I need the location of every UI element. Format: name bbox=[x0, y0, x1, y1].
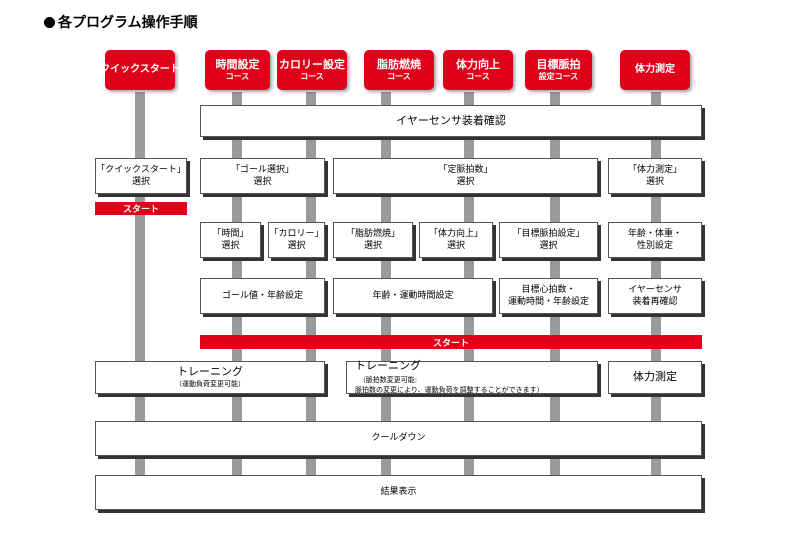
page-title: 各プログラム操作手順 bbox=[44, 12, 198, 32]
step-text: 選択 bbox=[287, 241, 306, 251]
program-sublabel: コース bbox=[466, 71, 490, 81]
program-label: クイックスタート bbox=[100, 64, 180, 76]
step-text: 「クイックスタート」 bbox=[96, 164, 186, 175]
step-time-select: 「時間」選択 bbox=[200, 222, 261, 258]
step-text: 「体力向上」 bbox=[428, 228, 483, 239]
program-label: 脂肪燃焼 bbox=[377, 58, 421, 72]
step-stamina-select: 「体力向上」選択 bbox=[419, 222, 493, 258]
step-text: 「目標脈拍設定」 bbox=[512, 228, 585, 239]
step-text: 選択 bbox=[645, 177, 664, 187]
step-ear-sensor-check: イヤーセンサ装着確認 bbox=[200, 105, 702, 137]
program-sublabel: コース bbox=[387, 71, 411, 81]
step-text: 選択 bbox=[539, 241, 558, 251]
program-label: 時間設定 bbox=[215, 58, 260, 72]
step-text: トレーニング bbox=[177, 365, 243, 379]
step-results: 結果表示 bbox=[95, 475, 702, 510]
step-text: ゴール値・年齢設定 bbox=[221, 290, 303, 301]
title-text: 各プログラム操作手順 bbox=[58, 15, 198, 31]
step-text: 性別設定 bbox=[636, 241, 673, 251]
bullet-icon bbox=[44, 17, 55, 28]
program-sublabel: コース bbox=[225, 71, 250, 81]
step-text: 「カロリー」 bbox=[269, 228, 324, 239]
step-text: 選択 bbox=[446, 241, 465, 251]
step-text: 年齢・体重・ bbox=[627, 228, 682, 239]
step-training-1: トレーニング（運動負荷変更可能） bbox=[95, 361, 325, 394]
step-text: イヤーセンサ bbox=[628, 284, 682, 295]
step-text: 運動時間・年齢設定 bbox=[507, 297, 589, 307]
step-text: 「定脈拍数」 bbox=[438, 164, 493, 175]
step-text: イヤーセンサ装着確認 bbox=[396, 113, 506, 127]
quick-start-bar: スタート bbox=[95, 202, 187, 215]
program-label: 体力向上 bbox=[456, 58, 500, 72]
program-target-pulse[interactable]: 目標脈拍設定コース bbox=[525, 50, 592, 90]
step-text: 「ゴール選択」 bbox=[230, 164, 294, 175]
program-label: 体力測定 bbox=[635, 64, 675, 76]
program-quick-start[interactable]: クイックスタート bbox=[100, 50, 180, 90]
start-label: スタート bbox=[122, 205, 159, 215]
step-text: （運動負荷変更可能） bbox=[175, 380, 245, 389]
step-quick-select: 「クイックスタート」選択 bbox=[95, 158, 187, 194]
step-text: 選択 bbox=[131, 177, 150, 187]
program-fat-burn[interactable]: 脂肪燃焼コース bbox=[364, 50, 434, 90]
step-training-2: トレーニング （脈拍数変更可能:脈拍数の変更により、運動負荷を調整することができま… bbox=[346, 359, 598, 395]
step-text: 「脂肪燃焼」 bbox=[345, 228, 400, 239]
step-age-weight-gender: 年齢・体重・性別設定 bbox=[608, 222, 702, 258]
start-label: スタート bbox=[432, 338, 469, 349]
step-fitness-select: 「体力測定」選択 bbox=[608, 158, 702, 194]
step-calorie-select: 「カロリー」選択 bbox=[268, 222, 325, 258]
step-text: 選択 bbox=[253, 177, 272, 187]
step-text: 体力測定 bbox=[633, 370, 677, 384]
step-text: クールダウン bbox=[371, 433, 426, 444]
step-text: 結果表示 bbox=[380, 487, 417, 498]
step-target-hr-setting: 目標心拍数・運動時間・年齢設定 bbox=[499, 278, 598, 314]
program-label: 目標脈拍 bbox=[536, 58, 581, 72]
step-fitness-measure: 体力測定 bbox=[608, 361, 702, 394]
step-goal-select: 「ゴール選択」選択 bbox=[200, 158, 325, 194]
program-time-setting[interactable]: 時間設定コース bbox=[205, 50, 270, 90]
program-fitness-test[interactable]: 体力測定 bbox=[620, 50, 690, 90]
step-fatburn-select: 「脂肪燃焼」選択 bbox=[333, 222, 413, 258]
start-bar: スタート bbox=[200, 335, 702, 349]
step-text: 選択 bbox=[363, 241, 382, 251]
step-text: トレーニング bbox=[355, 359, 421, 373]
program-label: カロリー設定 bbox=[279, 58, 345, 72]
step-text: 年齢・運動時間設定 bbox=[372, 290, 454, 301]
step-text: 「体力測定」 bbox=[627, 164, 682, 175]
step-text: 「時間」 bbox=[212, 228, 249, 239]
step-text: 選択 bbox=[221, 241, 240, 251]
step-text: 脈拍数の変更により、運動負荷を調整することができます） bbox=[355, 386, 544, 395]
flow-line-quick bbox=[135, 92, 145, 504]
step-text: 選択 bbox=[456, 177, 475, 187]
step-age-time-setting: 年齢・運動時間設定 bbox=[333, 278, 493, 314]
step-text: （脈拍数変更可能: bbox=[358, 376, 418, 385]
step-ear-sensor-recheck: イヤーセンサ装着再確認 bbox=[608, 278, 702, 314]
step-text: 装着再確認 bbox=[632, 297, 678, 307]
step-pulse-select: 「定脈拍数」選択 bbox=[333, 158, 598, 194]
step-goal-age-setting: ゴール値・年齢設定 bbox=[200, 278, 325, 314]
step-targetpulse-select: 「目標脈拍設定」選択 bbox=[499, 222, 598, 258]
step-text: 目標心拍数・ bbox=[521, 284, 576, 295]
program-sublabel: 設定コース bbox=[538, 71, 579, 81]
program-calorie-setting[interactable]: カロリー設定コース bbox=[277, 50, 347, 90]
step-cooldown: クールダウン bbox=[95, 421, 702, 456]
program-stamina[interactable]: 体力向上コース bbox=[443, 50, 513, 90]
program-sublabel: コース bbox=[300, 71, 324, 81]
